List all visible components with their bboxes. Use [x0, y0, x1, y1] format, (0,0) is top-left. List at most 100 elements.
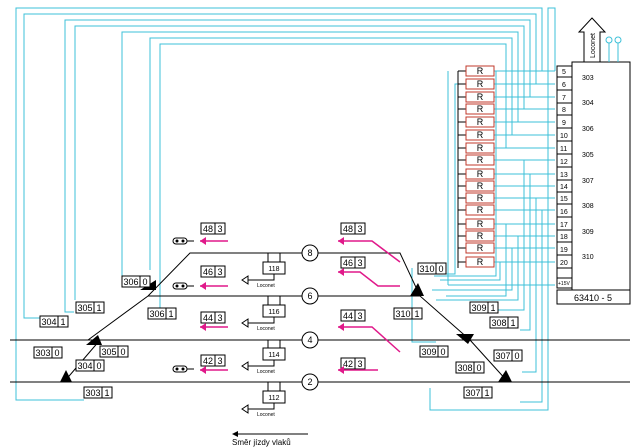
turnout-state: 1	[510, 318, 515, 328]
track-number-circle	[301, 287, 319, 305]
arrow-icon	[241, 361, 249, 371]
turnout-address: 305 1	[75, 301, 105, 314]
resistor-label: R	[477, 79, 484, 89]
resistor	[465, 204, 495, 216]
turnout-number: 305	[77, 303, 92, 313]
turnout-state: 0	[54, 348, 59, 358]
section-module-number: 112	[268, 395, 279, 402]
resistor	[465, 180, 495, 192]
resistor-label: R	[477, 117, 484, 127]
resistor-label: R	[477, 219, 484, 229]
wire	[159, 43, 507, 316]
wire	[432, 247, 555, 291]
resistor-label: R	[477, 66, 484, 76]
decoder-group: 308	[582, 203, 594, 210]
signal-arrow	[338, 240, 401, 263]
turnout-state: 0	[440, 347, 445, 357]
turnout-icon	[86, 335, 102, 345]
turnout-state: 0	[438, 264, 443, 274]
resistor-leads	[448, 70, 555, 286]
signal: 48 3	[172, 222, 228, 245]
signal-address: 46	[343, 258, 353, 268]
decoder-pin: 17	[560, 222, 568, 229]
track-number: 2	[307, 377, 312, 387]
resistor	[465, 256, 495, 268]
decoder-pin: 7	[562, 95, 566, 102]
turnout-address: 306 1	[147, 307, 177, 320]
track	[87, 252, 471, 341]
turnout-state: 1	[168, 309, 173, 319]
decoder-pin: 14	[560, 184, 568, 191]
resistor	[465, 78, 495, 90]
turnout-state: 0	[476, 363, 481, 373]
decoder-pin: 10	[560, 133, 568, 140]
arrow-icon	[241, 275, 249, 285]
section-module: 112 Loconet	[241, 382, 286, 418]
resistor	[465, 103, 495, 115]
wire	[23, 13, 537, 319]
direction-indicator: Směr jízdy vlaků	[232, 431, 308, 447]
track-numbers: 8 6 4 2	[301, 244, 319, 391]
signal-icon	[172, 282, 194, 290]
signal-aspect: 3	[357, 311, 362, 321]
track-number: 4	[307, 335, 312, 345]
decoder-pin: 12	[560, 159, 568, 166]
turnout-state: 0	[514, 351, 519, 361]
decoder-group: 305	[582, 152, 594, 159]
signal: 44 3	[338, 309, 401, 353]
turnout-icon	[498, 370, 512, 382]
arrow-icon	[241, 318, 249, 328]
decoder-name: 63410 - 5	[574, 293, 612, 303]
decoder-body	[571, 61, 631, 291]
decoder-pin: 15	[560, 196, 568, 203]
turnout-number: 306	[149, 309, 164, 319]
signal-address: 48	[203, 224, 213, 234]
resistor-array: R R R R R R R R R R R R R R R R	[465, 65, 495, 268]
signal-aspect: 3	[357, 224, 362, 234]
turnout-state: 1	[104, 388, 109, 398]
resistor	[465, 65, 495, 77]
loconet-label: Loconet	[257, 412, 275, 418]
decoder-pin: 6	[562, 82, 566, 89]
wire	[494, 159, 555, 311]
arrow-icon	[241, 404, 249, 414]
resistor-label: R	[477, 181, 484, 191]
decoder-pin: 8	[562, 107, 566, 114]
turnout-icon	[410, 283, 424, 296]
signal-aspect: 3	[357, 258, 362, 268]
wire	[64, 19, 531, 313]
turnout-state: 1	[484, 388, 489, 398]
decoder-pin: 5	[562, 69, 566, 76]
decoder-group: 307	[582, 178, 594, 185]
wire	[121, 31, 519, 280]
resistor	[465, 218, 495, 230]
resistor	[465, 242, 495, 254]
power-label: +15V	[558, 281, 570, 287]
decoder-pin: 11	[560, 146, 567, 153]
turnout-number: 310	[395, 309, 410, 319]
loconet-label: Loconet	[257, 326, 275, 332]
decoder-group: 304	[582, 100, 594, 107]
decoder-pin-column	[556, 65, 573, 289]
resistor-bus	[457, 70, 466, 268]
section-modules: 118 Loconet 116 Loconet 114 Loconet 112	[241, 253, 286, 418]
section-module: 118 Loconet	[241, 253, 286, 289]
resistor-label: R	[477, 130, 484, 140]
turnout-state: 0	[96, 361, 101, 371]
turnout-state: 1	[96, 303, 101, 313]
arrow-head	[232, 431, 238, 437]
resistor-label: R	[477, 243, 484, 253]
signal-address: 42	[203, 356, 213, 366]
decoder-63410: 5 6 7 8 9 10 11 12 13 14 15 16 17 18 19 …	[556, 17, 631, 305]
signal-aspect: 3	[217, 313, 222, 323]
power-clamp-icon	[605, 36, 622, 62]
wire	[429, 388, 488, 411]
section-module: 114 Loconet	[241, 340, 286, 375]
wire	[440, 261, 555, 281]
turnout-state: 1	[414, 309, 419, 319]
turnout-number: 309	[421, 347, 436, 357]
